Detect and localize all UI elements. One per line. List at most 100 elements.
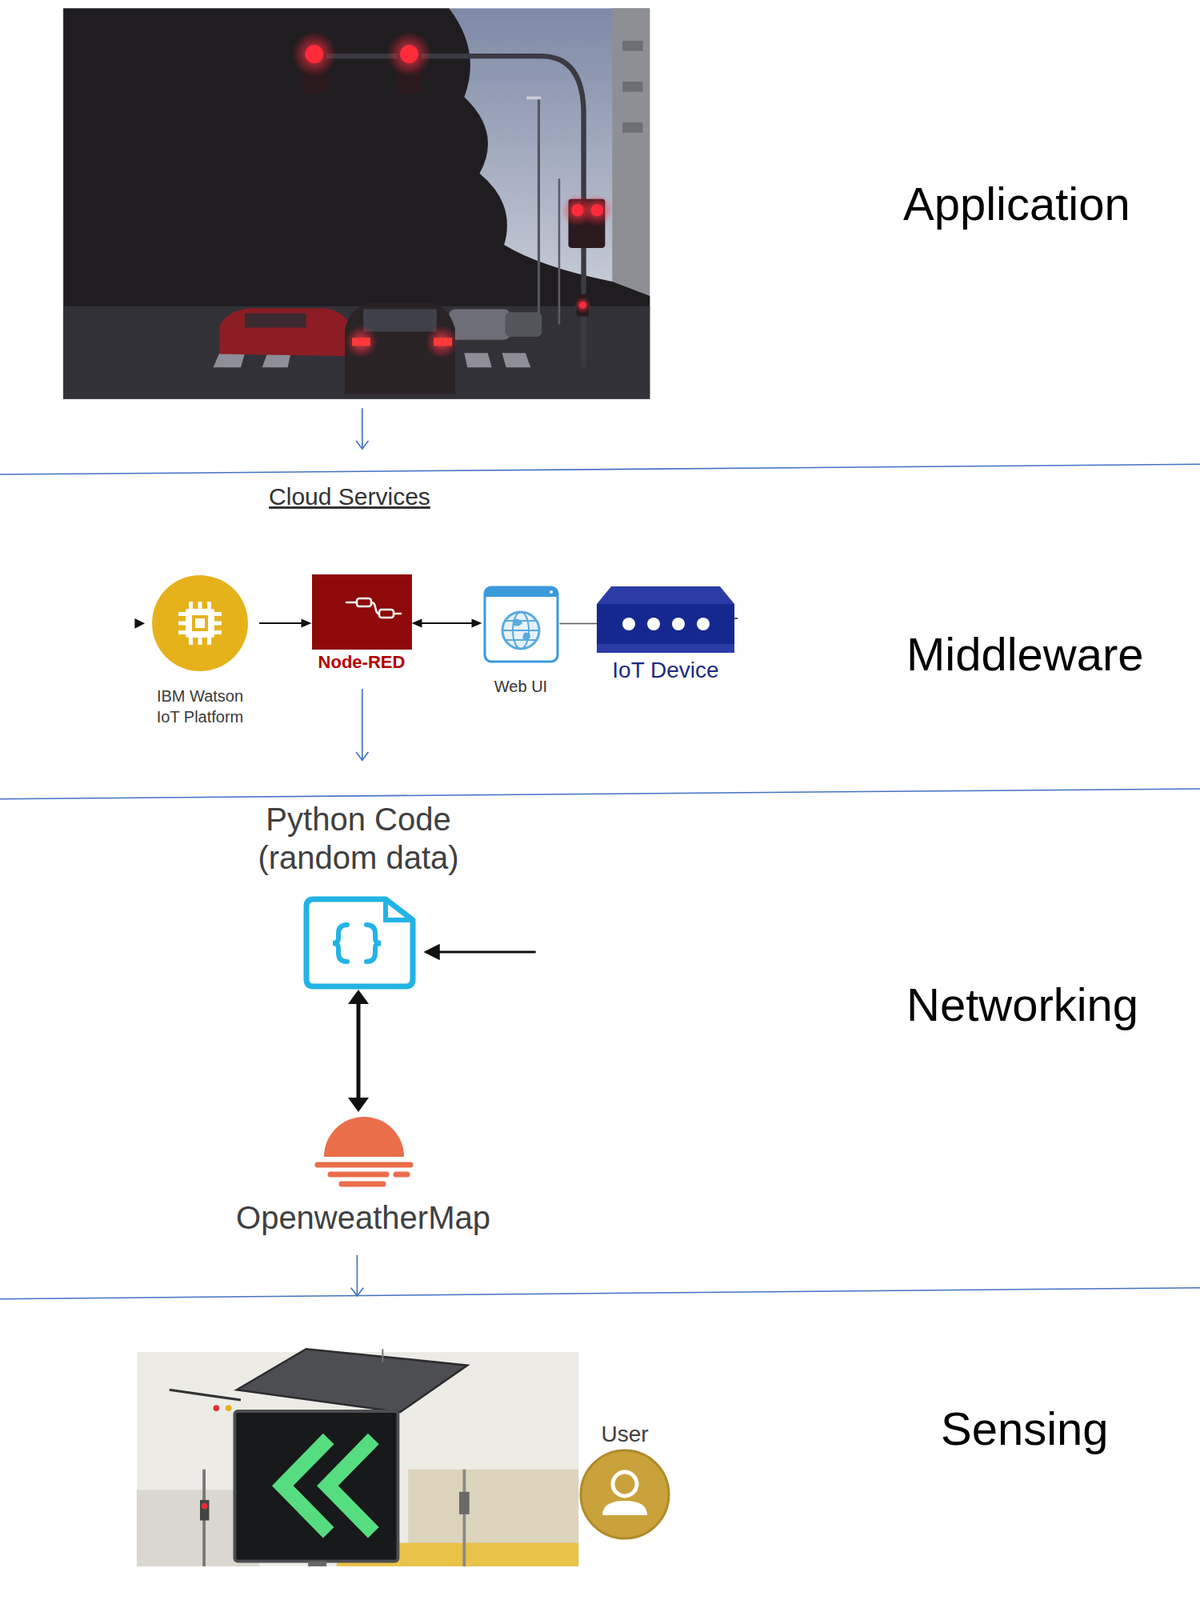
traffic-photo xyxy=(622,122,644,133)
weather-api-icon-graphic xyxy=(341,1181,384,1188)
flow-editor-box-graphic xyxy=(312,574,412,650)
illustration-layer xyxy=(0,8,1200,1567)
traffic-photo xyxy=(352,337,371,346)
code-file-icon-graphic xyxy=(332,924,381,962)
arrowhead xyxy=(348,1097,369,1112)
traffic-photo xyxy=(363,308,437,332)
connector-line xyxy=(420,622,474,624)
platform-icon-graphic xyxy=(198,637,203,645)
traffic-photo xyxy=(622,40,644,52)
flow-editor-box-graphic xyxy=(345,598,402,618)
weather-api-icon-graphic xyxy=(330,1172,387,1178)
device-icon: IoT Device xyxy=(596,586,735,684)
traffic-sign-photo xyxy=(308,1561,327,1567)
device-icon-graphic xyxy=(622,617,636,631)
connector-line xyxy=(356,1000,361,1100)
traffic-sign-photo xyxy=(200,1500,209,1521)
platform-icon-graphic xyxy=(178,612,186,616)
flow-editor-box: Node-RED xyxy=(312,574,412,673)
platform-icon-graphic xyxy=(188,637,193,645)
device-icon-graphic xyxy=(596,586,735,653)
platform-icon-graphic xyxy=(151,574,249,672)
layer-separator xyxy=(0,788,1200,800)
node-label: User xyxy=(600,1420,648,1448)
user-icon-graphic xyxy=(578,1448,672,1541)
flow-editor-box-graphic xyxy=(371,602,380,614)
weather-api-icon-graphic xyxy=(306,1112,421,1189)
layer-label: Application xyxy=(903,177,1131,232)
traffic-photo xyxy=(558,178,561,324)
traffic-sign-photo xyxy=(381,1348,384,1363)
input-arrow xyxy=(134,618,738,960)
platform-icon-graphic xyxy=(178,630,186,635)
platform-icon-graphic xyxy=(207,637,212,645)
arrowhead xyxy=(472,619,483,628)
traffic-photo xyxy=(63,8,650,400)
layer-label: Networking xyxy=(906,978,1139,1032)
traffic-photo xyxy=(591,204,604,216)
traffic-photo xyxy=(244,313,307,328)
traffic-sign-photo xyxy=(462,1469,466,1567)
flow-editor-box-graphic xyxy=(393,612,402,616)
layer-separator xyxy=(0,464,1200,475)
user-icon-graphic xyxy=(612,1472,637,1496)
traffic-sign-photo xyxy=(169,1389,241,1400)
node-label: Web UI xyxy=(494,676,548,696)
weather-api-icon-graphic xyxy=(317,1162,411,1168)
web-ui-icon-graphic xyxy=(484,587,558,597)
traffic-sign-photo xyxy=(282,1438,374,1532)
user-icon-graphic xyxy=(578,1448,672,1541)
code-file-icon-graphic xyxy=(385,899,413,920)
code-file-icon-graphic xyxy=(332,924,348,962)
connector xyxy=(412,619,483,628)
device-icon-graphic xyxy=(596,644,735,653)
device-icon-graphic xyxy=(696,617,710,631)
platform-icon-graphic xyxy=(188,601,193,609)
traffic-photo xyxy=(464,352,492,368)
user-icon: User xyxy=(578,1420,672,1541)
traffic-photo xyxy=(63,8,650,400)
traffic-photo xyxy=(574,296,591,313)
flow-down-arrow xyxy=(356,688,368,760)
code-file-icon: Python Code (random data) xyxy=(227,800,490,990)
input-arrow xyxy=(423,944,440,960)
input-arrow xyxy=(436,951,536,954)
platform-icon-graphic xyxy=(195,618,205,628)
traffic-photo xyxy=(612,8,650,315)
weather-api-icon-graphic xyxy=(324,1116,404,1157)
traffic-photo xyxy=(292,32,337,77)
traffic-photo xyxy=(502,352,532,368)
device-icon-graphic xyxy=(647,617,660,631)
flow-editor-box-graphic xyxy=(379,609,394,618)
traffic-photo xyxy=(262,352,292,368)
arrowhead xyxy=(412,619,423,628)
flow-editor-box-graphic xyxy=(345,601,357,604)
traffic-photo xyxy=(504,312,542,337)
layer-label: Middleware xyxy=(906,628,1144,682)
web-ui-icon-graphic xyxy=(502,612,540,649)
arrowhead xyxy=(348,989,369,1004)
connector-line xyxy=(560,623,598,625)
device-icon-graphic xyxy=(596,586,735,604)
traffic-photo xyxy=(537,96,540,329)
traffic-sign-photo xyxy=(234,1411,398,1561)
traffic-photo xyxy=(219,308,353,356)
platform-icon-graphic xyxy=(214,621,222,626)
node-label: Node-RED xyxy=(318,652,406,673)
web-ui-icon: Web UI xyxy=(482,584,560,696)
traffic-sign-photo xyxy=(213,1404,220,1412)
arrowhead xyxy=(301,619,312,628)
layer-separator xyxy=(0,1288,1200,1300)
traffic-photo xyxy=(344,325,378,359)
flow-editor-box-graphic xyxy=(356,598,372,607)
user-icon-graphic xyxy=(602,1500,648,1516)
web-ui-icon-graphic xyxy=(502,629,540,632)
traffic-sign-photo xyxy=(459,1492,470,1515)
platform-icon-graphic xyxy=(214,612,222,616)
device-icon-graphic xyxy=(596,586,735,653)
platform-icon-graphic xyxy=(198,601,203,609)
traffic-sign-photo xyxy=(236,1348,468,1412)
weather-api-icon-graphic xyxy=(396,1172,408,1178)
